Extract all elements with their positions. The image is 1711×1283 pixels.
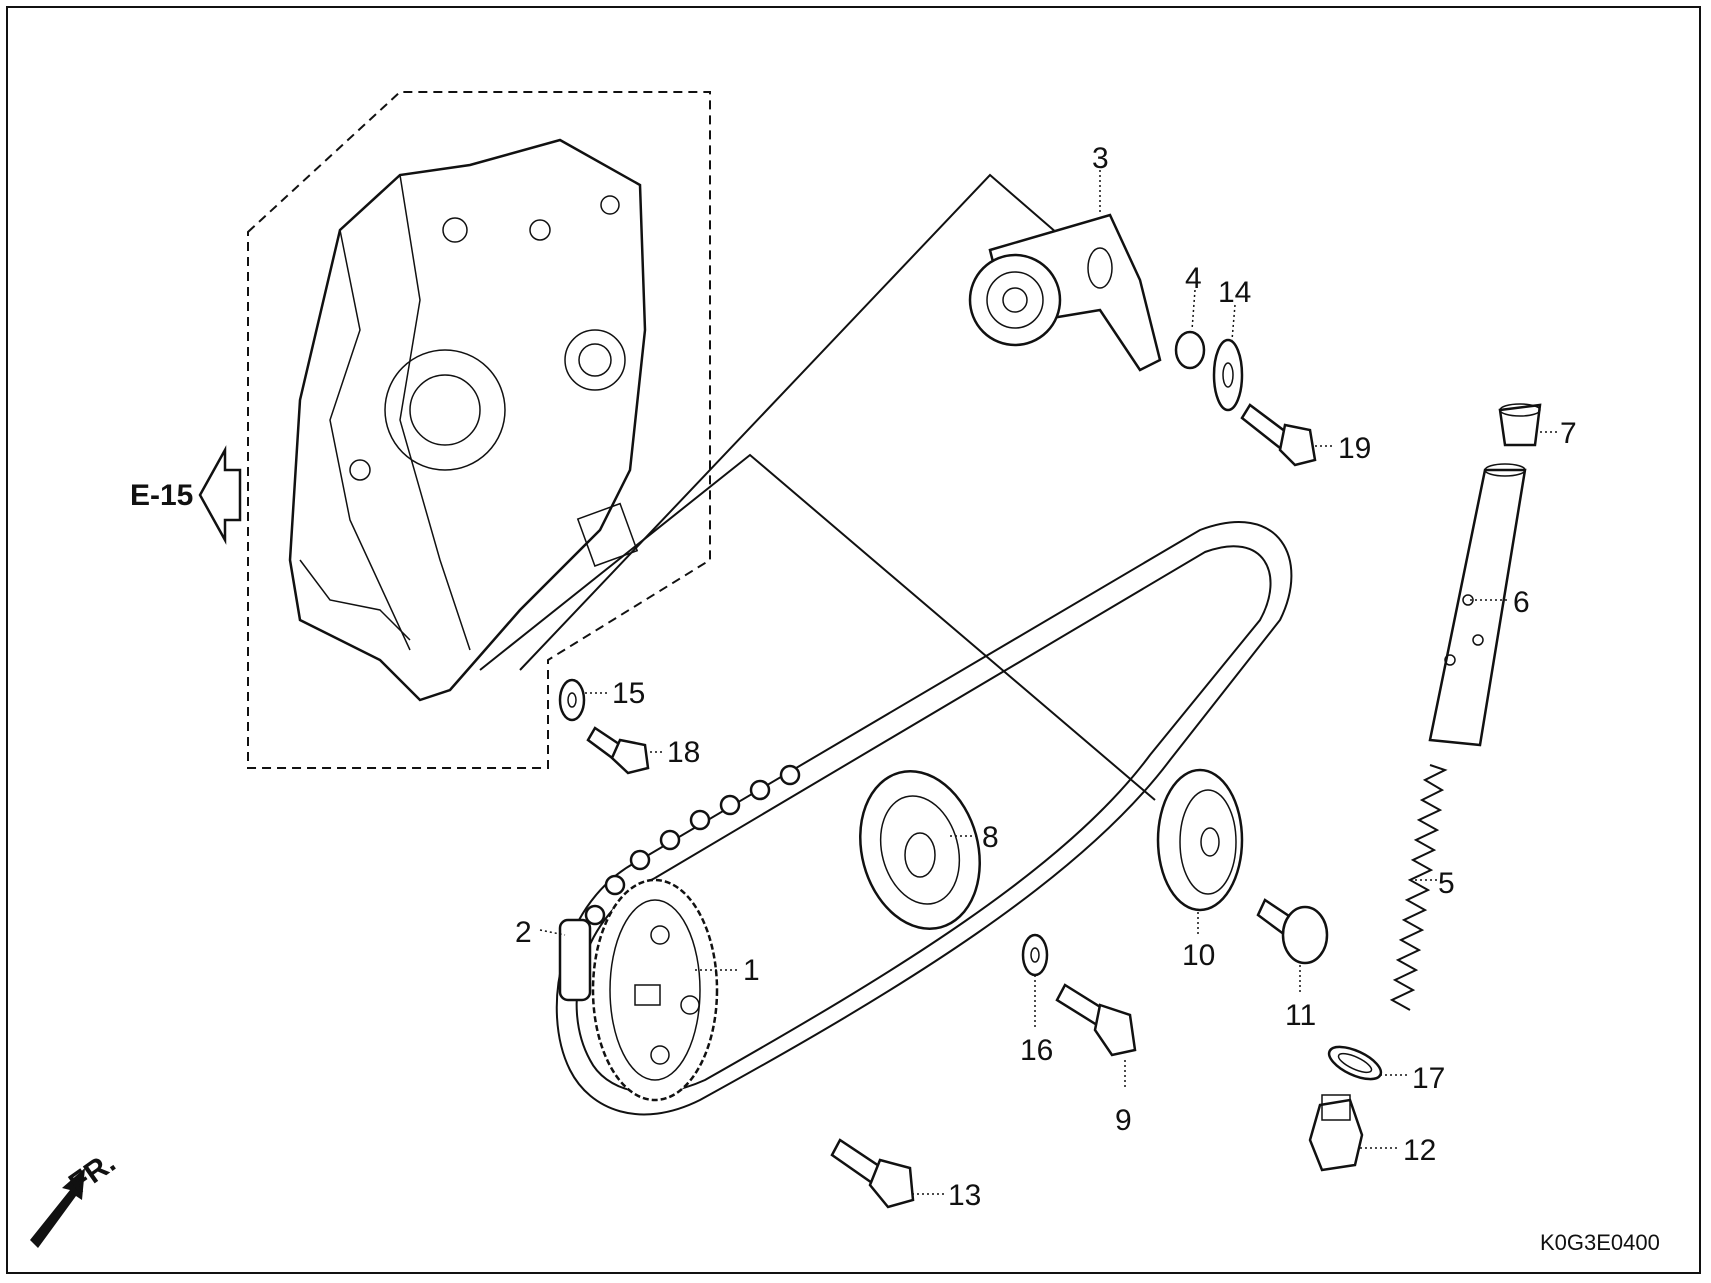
guide-line-tensioner	[519, 173, 1066, 671]
reference-label: E-15	[130, 479, 193, 512]
callout-9: 9	[1115, 1104, 1132, 1137]
part-17-o-ring	[1327, 1045, 1383, 1081]
cam-chain	[555, 521, 1293, 1116]
callout-19: 19	[1338, 432, 1371, 465]
part-11-bolt	[1256, 898, 1329, 965]
part-7-cap	[1498, 403, 1542, 447]
callout-10: 10	[1182, 939, 1215, 972]
part-9-bolt	[1055, 983, 1137, 1057]
leader-14	[1231, 304, 1236, 341]
arrow-left-outline-icon	[198, 445, 242, 545]
leader-4	[1191, 289, 1196, 331]
callout-7: 7	[1560, 417, 1577, 450]
callout-1: 1	[743, 954, 760, 987]
leader-2	[539, 929, 566, 936]
part-13-bolt	[830, 1138, 915, 1209]
callout-18: 18	[667, 736, 700, 769]
part-3-tensioner-arm	[968, 213, 1162, 372]
callout-15: 15	[612, 677, 645, 710]
diagram-code: K0G3E0400	[1540, 1230, 1660, 1255]
callout-6: 6	[1513, 586, 1530, 619]
guide-line-guide	[479, 453, 1156, 801]
part-15-washer	[558, 678, 586, 722]
part-8-guide-roller	[859, 770, 981, 930]
crankcase-boundary	[247, 91, 711, 769]
callout-4: 4	[1185, 262, 1202, 295]
part-16-washer	[1021, 933, 1049, 977]
part-1-sprocket	[591, 878, 719, 1102]
diagram-frame	[6, 6, 1701, 1274]
part-14-washer	[1212, 338, 1244, 412]
callout-13: 13	[948, 1179, 981, 1212]
part-10-roller	[1156, 768, 1244, 912]
part-6-pushrod-tube	[1428, 463, 1527, 747]
callout-5: 5	[1438, 867, 1455, 900]
callout-17: 17	[1412, 1062, 1445, 1095]
callout-3: 3	[1092, 142, 1109, 175]
callout-12: 12	[1403, 1134, 1436, 1167]
callout-16: 16	[1020, 1034, 1053, 1067]
callout-11: 11	[1285, 999, 1316, 1032]
part-5-spring	[1389, 764, 1448, 1011]
callout-8: 8	[982, 821, 999, 854]
part-4-collar	[1174, 330, 1206, 370]
callout-2: 2	[515, 916, 532, 949]
part-19-bolt	[1240, 403, 1317, 467]
fr-arrow-icon	[30, 1168, 85, 1248]
callout-14: 14	[1218, 276, 1251, 309]
part-2-chain-joint	[558, 918, 592, 1002]
part-18-bolt	[586, 726, 650, 775]
part-12-sealing-bolt	[1308, 1094, 1364, 1172]
crankcase	[288, 138, 647, 702]
